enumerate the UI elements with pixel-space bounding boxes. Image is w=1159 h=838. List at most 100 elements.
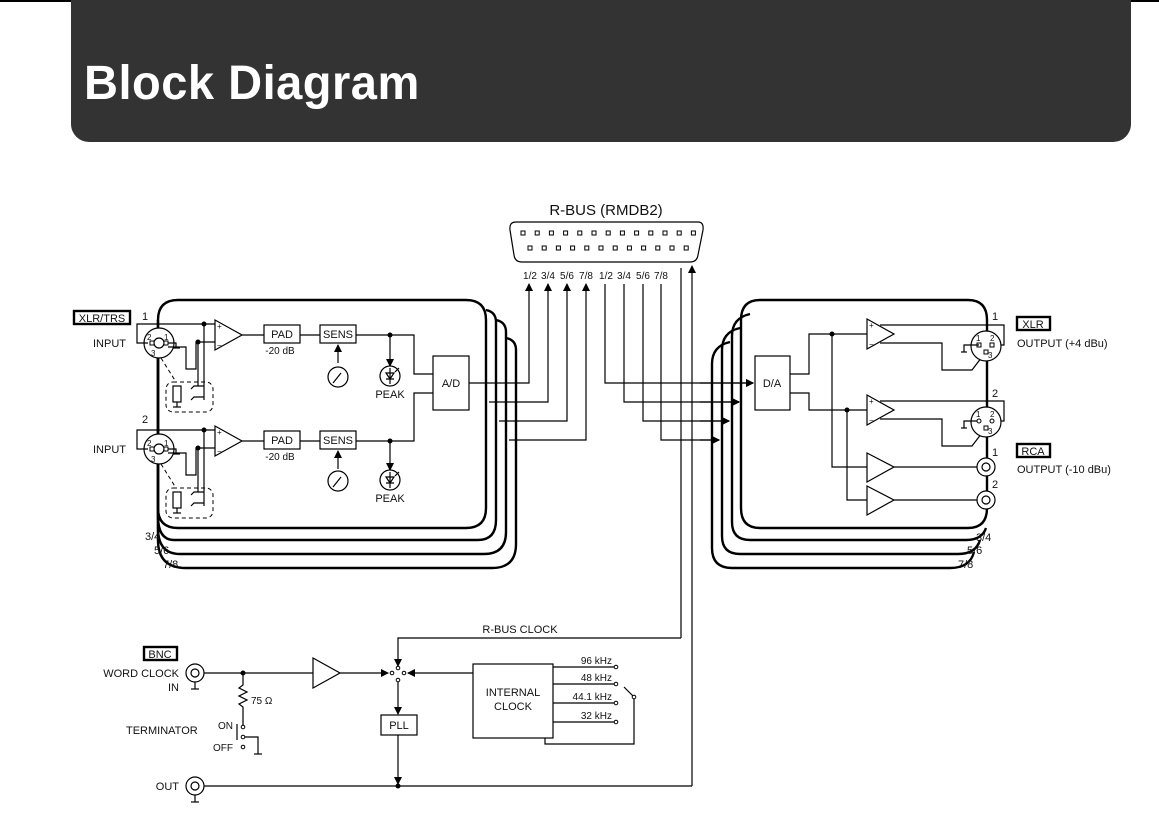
jack-switch-box xyxy=(165,487,214,519)
resistor-label: 75 Ω xyxy=(251,696,273,707)
wire xyxy=(790,333,867,375)
input-channel-2: 2 INPUT 2 1 3 + − PAD -20 dB SENS xyxy=(93,392,433,519)
input-channel-1: 1 INPUT 2 1 3 + − PAD -20 dB xyxy=(93,311,433,413)
bnc-type-label: BNC xyxy=(148,649,171,661)
op-amp-plus: + xyxy=(217,428,222,437)
pad-value: -20 dB xyxy=(265,452,295,463)
rate-option[interactable]: 32 kHz xyxy=(581,711,612,722)
xlr-tag xyxy=(1015,315,1052,332)
rbus-send-label: 7/8 xyxy=(579,271,593,282)
db25-pin xyxy=(619,230,625,236)
word-clock-label: WORD CLOCK xyxy=(103,668,179,680)
op-amp-icon xyxy=(214,424,244,458)
pin-label: 2 xyxy=(147,333,152,342)
knob-pointer xyxy=(332,476,342,488)
internal-clock-block xyxy=(472,663,554,739)
knob-pointer xyxy=(332,372,342,384)
switch-off-label: OFF xyxy=(213,743,233,754)
sens-label: SENS xyxy=(323,329,353,341)
op-amp-plus: + xyxy=(869,397,874,406)
op-amp-minus: − xyxy=(217,341,222,350)
output-stack-label: 5/6 xyxy=(967,545,982,557)
pin xyxy=(983,425,989,431)
xlr-out-number: 1 xyxy=(992,311,998,323)
selector-terminal xyxy=(401,670,407,676)
rate-terminal xyxy=(613,719,619,725)
internal-clock-label: CLOCK xyxy=(494,701,533,713)
rbus-return-label: 3/4 xyxy=(617,271,631,282)
rate-option[interactable]: 48 kHz xyxy=(581,673,612,684)
pin xyxy=(149,340,155,346)
db25-pin xyxy=(683,245,689,251)
unbalanced-buffer-icon xyxy=(866,485,896,517)
switch-terminal xyxy=(240,734,246,740)
db25-pin xyxy=(634,230,640,236)
db25-pin xyxy=(641,245,647,251)
wire xyxy=(136,429,215,450)
output-card-3-4 xyxy=(730,312,988,542)
jack-switch-box xyxy=(165,381,214,413)
pad-label: PAD xyxy=(271,329,293,341)
wire xyxy=(168,342,177,348)
rbus-send-lines xyxy=(469,283,590,441)
pin xyxy=(989,418,995,424)
xlr-trs-label: XLR/TRS xyxy=(79,313,125,325)
rbus-send-label: 1/2 xyxy=(523,271,537,282)
wire xyxy=(963,420,977,428)
rbus-send-labels: 1/2 3/4 5/6 7/8 xyxy=(523,271,593,282)
pin xyxy=(976,418,982,424)
termination-resistor-icon xyxy=(237,673,249,715)
selector-terminal xyxy=(395,677,401,683)
word-clock-out-label: OUT xyxy=(156,781,180,793)
da-converter-block xyxy=(754,355,791,411)
terminator-switch[interactable] xyxy=(236,715,262,755)
word-clock-in-label: IN xyxy=(168,682,179,694)
db25-pin xyxy=(555,245,561,251)
selector-terminal xyxy=(395,665,401,671)
pin xyxy=(983,349,989,355)
input-number: 1 xyxy=(142,311,148,323)
db25-pin xyxy=(584,245,590,251)
bnc-center xyxy=(190,781,200,791)
selector-terminal xyxy=(389,670,395,676)
db25-pin xyxy=(520,230,526,236)
xlr-type-label: XLR xyxy=(1022,319,1043,331)
bnc-tag xyxy=(142,645,179,662)
switch-contact xyxy=(190,396,204,401)
pad-label: PAD xyxy=(271,435,293,447)
rate-option[interactable]: 44.1 kHz xyxy=(573,692,612,703)
rate-option[interactable]: 96 kHz xyxy=(581,656,612,667)
internal-clock-label: INTERNAL xyxy=(486,687,540,699)
db25-shell xyxy=(509,221,704,263)
pll-block xyxy=(380,714,418,736)
wire xyxy=(168,341,215,370)
bnc-out-jack-icon xyxy=(185,776,205,796)
rca-out-jack-icon xyxy=(976,457,996,477)
db25-pin xyxy=(612,245,618,251)
sample-rate-selector[interactable]: 96 kHz 48 kHz 44.1 kHz 32 kHz xyxy=(544,656,637,745)
sens-block xyxy=(319,430,357,450)
pin xyxy=(989,342,995,348)
led-glyph xyxy=(384,367,400,384)
input-stack-label: 3/4 xyxy=(145,531,160,543)
op-amp-minus: − xyxy=(217,447,222,456)
return-line-5-6 xyxy=(642,284,730,425)
db25-pin xyxy=(690,230,696,236)
resistor-icon xyxy=(172,385,182,403)
wire xyxy=(168,447,215,476)
send-line-7-8 xyxy=(509,283,590,441)
input-label: INPUT xyxy=(93,338,126,350)
switch-contact xyxy=(190,385,204,390)
pin-label: 3 xyxy=(151,349,156,358)
rbus-clock-path xyxy=(394,637,681,667)
db25-pins xyxy=(520,230,696,251)
wire xyxy=(245,736,259,754)
rbus-send-label: 3/4 xyxy=(541,271,555,282)
pin-label: 1 xyxy=(164,439,169,448)
wire xyxy=(963,344,979,352)
wire xyxy=(846,410,867,501)
db25-pin xyxy=(591,230,597,236)
pin xyxy=(149,446,155,452)
page-title: Block Diagram xyxy=(84,57,420,110)
